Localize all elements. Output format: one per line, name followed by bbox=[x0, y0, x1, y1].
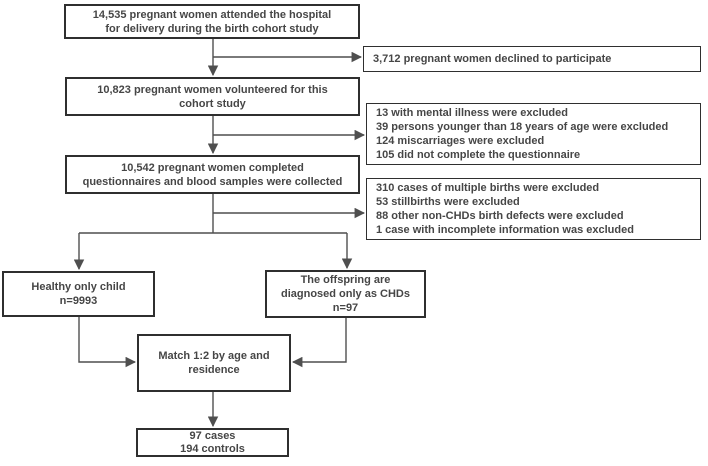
box-healthy-controls: Healthy only child n=9993 bbox=[2, 271, 155, 317]
connector-chds-to-match bbox=[291, 318, 347, 368]
box-healthy-controls-text: Healthy only child n=9993 bbox=[31, 281, 126, 307]
box-completed: 10,542 pregnant women completed question… bbox=[65, 155, 360, 194]
box-attended-text: 14,535 pregnant women attended the hospi… bbox=[92, 8, 332, 35]
box-attended: 14,535 pregnant women attended the hospi… bbox=[64, 4, 360, 39]
box-final-sample-text: 97 cases 194 controls bbox=[180, 429, 245, 455]
box-exclusions-birth: 310 cases of multiple births were exclud… bbox=[366, 178, 701, 240]
exclusion-item: 124 miscarriages were excluded bbox=[376, 135, 545, 147]
exclusion-item: 105 did not complete the questionnaire bbox=[376, 149, 581, 161]
exclusion-item: 53 stillbirths were excluded bbox=[376, 196, 520, 208]
box-volunteered-text: 10,823 pregnant women volunteered for th… bbox=[97, 83, 328, 110]
box-exclusions-enrollment: 13 with mental illness were excluded 39 … bbox=[366, 103, 701, 165]
box-completed-text: 10,542 pregnant women completed question… bbox=[82, 161, 343, 188]
box-volunteered: 10,823 pregnant women volunteered for th… bbox=[65, 77, 360, 116]
exclusions-birth-list: 310 cases of multiple births were exclud… bbox=[376, 181, 634, 237]
exclusion-item: 13 with mental illness were excluded bbox=[376, 107, 568, 119]
connector-healthy-to-match bbox=[78, 317, 137, 368]
box-chds-cases: The offspring are diagnosed only as CHDs… bbox=[265, 270, 426, 318]
box-chds-cases-text: The offspring are diagnosed only as CHDs… bbox=[281, 274, 410, 314]
box-final-sample: 97 cases 194 controls bbox=[136, 428, 289, 457]
exclusion-item: 310 cases of multiple births were exclud… bbox=[376, 182, 600, 194]
box-declined-text: 3,712 pregnant women declined to partici… bbox=[373, 53, 612, 65]
exclusion-item: 88 other non-CHDs birth defects were exc… bbox=[376, 210, 624, 222]
box-match: Match 1:2 by age and residence bbox=[137, 334, 291, 392]
exclusion-item: 39 persons younger than 18 years of age … bbox=[376, 121, 669, 133]
box-match-text: Match 1:2 by age and residence bbox=[158, 350, 270, 376]
exclusions-enrollment-list: 13 with mental illness were excluded 39 … bbox=[376, 106, 668, 162]
exclusion-item: 1 case with incomplete information was e… bbox=[376, 224, 634, 236]
box-declined: 3,712 pregnant women declined to partici… bbox=[363, 46, 701, 72]
